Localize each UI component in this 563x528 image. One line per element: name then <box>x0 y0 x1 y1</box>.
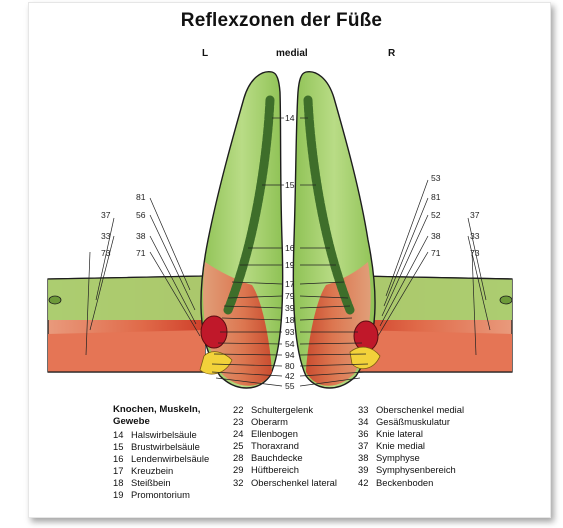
label-42: 42 <box>285 371 295 381</box>
label-right-52: 52 <box>431 210 441 220</box>
label-left-37: 37 <box>101 210 111 220</box>
label-right-37: 37 <box>470 210 480 220</box>
foot-reflexology-diagram: 14 15 16 19 17 79 39 18 93 54 94 80 42 5… <box>0 0 563 400</box>
label-94: 94 <box>285 350 295 360</box>
right-leg-red <box>355 330 512 372</box>
label-right-33: 33 <box>470 231 480 241</box>
label-79: 79 <box>285 291 295 301</box>
right-pelvis-zone <box>354 321 378 351</box>
label-19: 19 <box>285 260 295 270</box>
label-80: 80 <box>285 361 295 371</box>
label-54: 54 <box>285 339 295 349</box>
label-right-71: 71 <box>431 248 441 258</box>
right-leg-green <box>355 276 512 320</box>
label-right-81: 81 <box>431 192 441 202</box>
left-malleolus-marker <box>49 296 61 304</box>
left-foot <box>48 72 283 388</box>
left-leg-red <box>48 330 205 372</box>
legend-heading-2: Gewebe <box>113 416 209 428</box>
right-foot <box>293 72 512 388</box>
right-malleolus-marker <box>500 296 512 304</box>
label-14: 14 <box>285 113 295 123</box>
label-left-56: 56 <box>136 210 146 220</box>
label-17: 17 <box>285 279 295 289</box>
label-18: 18 <box>285 315 295 325</box>
label-16: 16 <box>285 243 295 253</box>
label-right-73: 73 <box>470 248 480 258</box>
center-labels: 14 15 16 19 17 79 39 18 93 54 94 80 42 5… <box>285 113 295 391</box>
label-93: 93 <box>285 327 295 337</box>
label-39: 39 <box>285 303 295 313</box>
left-leg-green <box>48 276 205 320</box>
label-left-33: 33 <box>101 231 111 241</box>
label-15: 15 <box>285 180 295 190</box>
label-left-38: 38 <box>136 231 146 241</box>
label-55: 55 <box>285 381 295 391</box>
label-left-73: 73 <box>101 248 111 258</box>
label-right-38: 38 <box>431 231 441 241</box>
legend-heading-1: Knochen, Muskeln, <box>113 404 209 416</box>
label-left-81: 81 <box>136 192 146 202</box>
label-right-53: 53 <box>431 173 441 183</box>
label-left-71: 71 <box>136 248 146 258</box>
